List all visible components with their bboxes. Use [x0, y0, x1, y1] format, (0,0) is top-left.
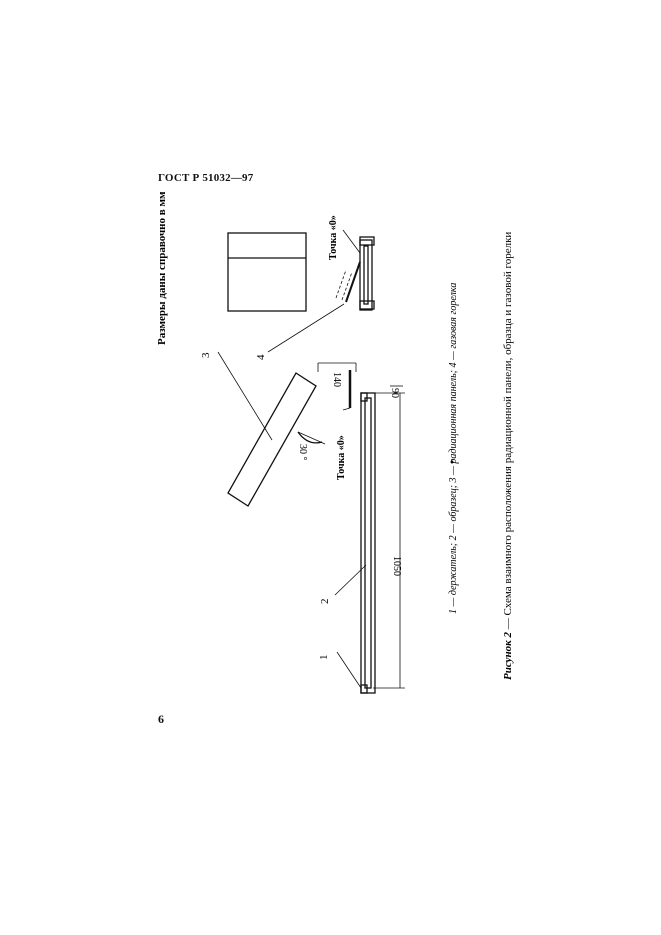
dimension-1050: 1050	[391, 556, 402, 576]
dimension-140: 140	[331, 372, 342, 387]
chamber-box	[227, 232, 307, 312]
callout-4: 4	[255, 354, 267, 360]
dimensions-note: Размеры даны справочно в мм	[156, 191, 168, 345]
page-number: 6	[158, 712, 164, 726]
specimen-bar	[364, 397, 372, 689]
callout-2: 2	[319, 599, 331, 605]
caption-prefix: Рисунок 2	[502, 632, 514, 680]
point-zero-label-right: Точка «0»	[328, 215, 339, 260]
dimension-90: 90	[389, 388, 400, 398]
point-zero-label-left: Точка «0»	[336, 435, 347, 480]
angle-label: 30 °	[297, 444, 308, 461]
figure-caption: Рисунок 2 — Схема взаимного расположения…	[502, 232, 514, 680]
angle-arc	[297, 431, 323, 444]
holder-top-view	[359, 239, 373, 311]
figure-legend: 1 — держатель; 2 — образец; 3 — радиацио…	[448, 283, 459, 614]
holder-frame	[360, 392, 376, 694]
callout-3: 3	[200, 352, 212, 358]
radiant-panel	[227, 372, 317, 507]
callout-1: 1	[318, 655, 330, 661]
caption-text: — Схема взаимного расположения радиацион…	[502, 232, 514, 632]
document-header: ГОСТ Р 51032—97	[158, 172, 254, 184]
